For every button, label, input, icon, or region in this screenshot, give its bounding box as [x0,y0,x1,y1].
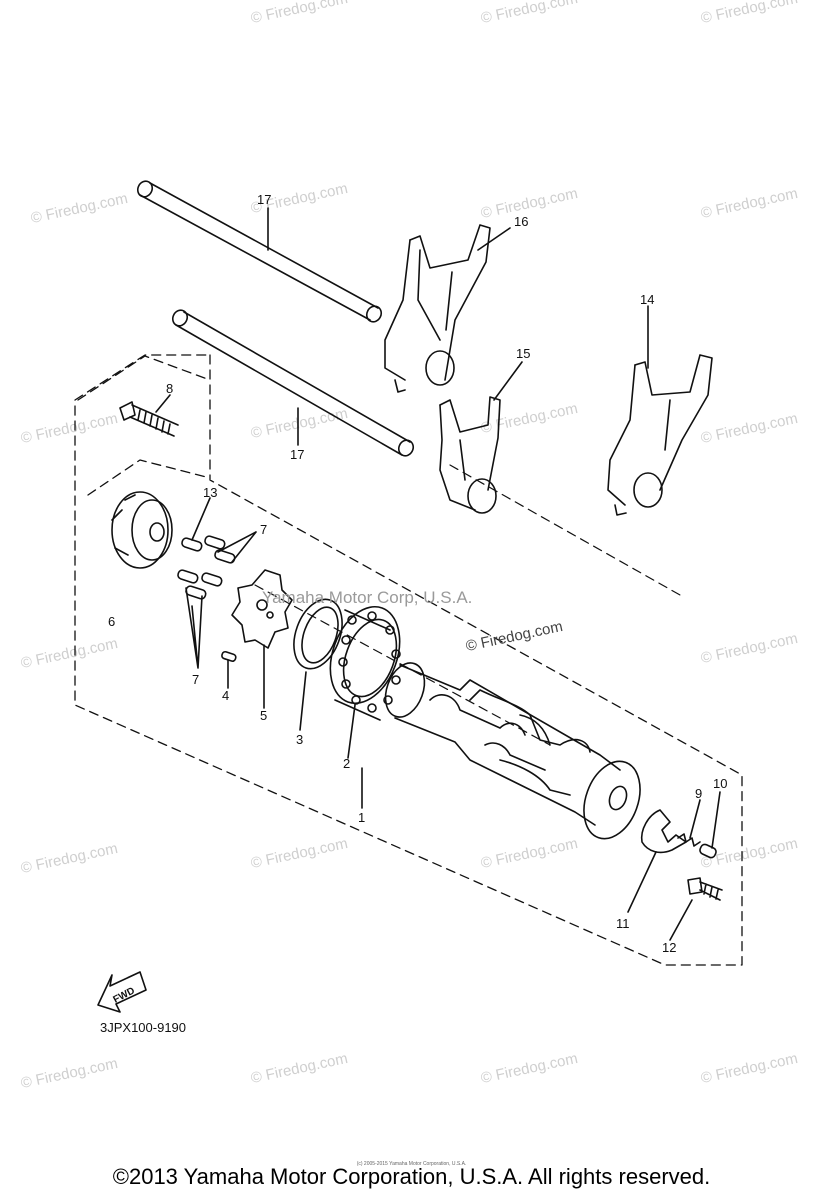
shift-fork-14 [607,354,713,516]
callout-17: 17 [290,447,305,462]
leader-7b [185,587,203,669]
center-watermark: Yamaha Motor Corp, U.S.A. [262,588,473,607]
segment-box-outline [87,459,211,496]
bearing-2 [329,605,401,721]
shift-fork-15 [439,396,501,514]
callout-7: 7 [192,672,200,687]
leader-8 [155,394,171,413]
callout-9: 9 [695,786,703,801]
fwd-arrow-icon [97,971,147,1013]
leader-12 [669,899,693,941]
callout-8: 8 [166,381,174,396]
small-copyright: (c) 2005-2015 Yamaha Motor Corporation, … [356,1161,467,1167]
callout-13: 13 [203,485,218,500]
shift-fork-16 [384,224,491,393]
spring-9 [677,833,701,847]
leader-15 [493,361,523,401]
leader-9 [689,799,701,839]
callout-4: 4 [222,688,230,703]
footer-copyright: ©2013 Yamaha Motor Corporation, U.S.A. A… [112,1164,711,1189]
callout-11: 11 [616,916,630,931]
fork-guide-bar-bottom [171,309,415,457]
callout-7: 7 [260,522,268,537]
diagram-code: 3JPX100-9190 [100,1020,187,1035]
leader-2 [347,704,356,759]
leader-16 [477,227,511,251]
fwd-label: FWD [112,985,137,1005]
leader-10 [711,791,721,849]
callout-10: 10 [713,776,728,791]
stopper-plate-11 [640,809,687,854]
leader-11 [627,851,657,913]
callout-15: 15 [516,346,531,361]
callout-17: 17 [257,192,272,207]
leader-3 [299,671,307,731]
callout-16: 16 [514,214,529,229]
callout-12: 12 [662,940,677,955]
fork-guide-bar-top [136,180,383,323]
screw-12 [687,877,723,901]
callout-5: 5 [260,708,268,723]
bolt-box-outline [77,355,211,401]
callout-14: 14 [640,292,655,307]
leader-7a [217,531,257,563]
leader-13 [191,497,211,541]
bolt-8 [119,401,179,437]
segment-plate-5 [231,569,293,649]
callout-1: 1 [358,810,366,825]
segment-6 [111,491,173,569]
pin-10 [699,843,717,859]
callout-6: 6 [108,614,116,629]
dowel-pins [177,535,237,662]
shift-drum-1 [384,662,641,840]
callout-3: 3 [296,732,304,747]
assembly-outline [74,354,743,966]
callout-2: 2 [343,756,351,771]
washer-3 [293,598,343,670]
